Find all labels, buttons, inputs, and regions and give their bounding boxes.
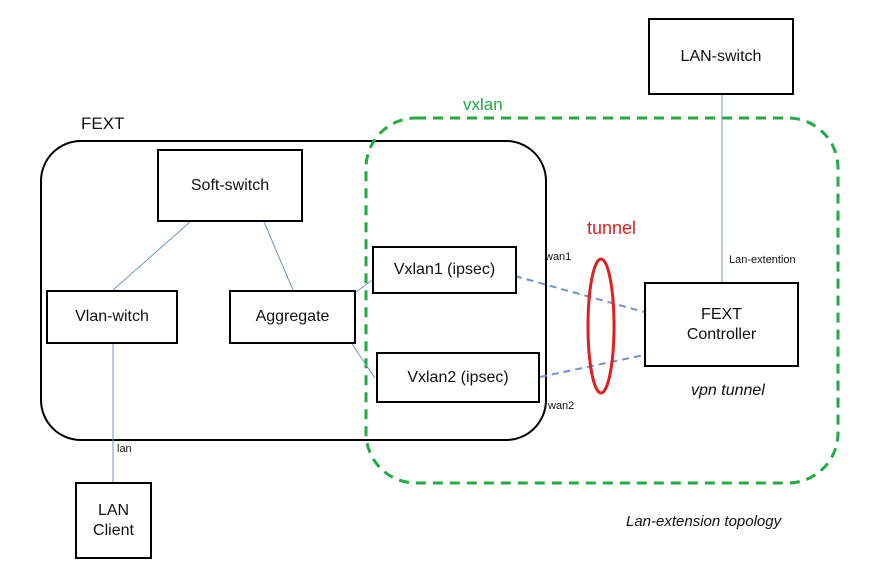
lan-label: lan [117,443,132,455]
lan-client-node: LAN Client [75,482,152,559]
tunnel-label: tunnel [587,218,637,238]
diagram-caption: Lan-extension topology [626,513,782,530]
link-wan1 [514,275,645,313]
wan2-label: wan2 [548,400,575,412]
tunnel-ellipse [586,257,616,395]
soft-switch-node: Soft-switch [157,149,303,222]
vxlan1-node: Vxlan1 (ipsec) [372,246,517,294]
fext-controller-node: FEXT Controller [644,282,799,367]
lan-switch-node: LAN-switch [648,18,794,95]
link-aggregate-vxlan2 [351,343,376,379]
link-softswitch-aggregate [263,221,294,291]
fext-region-label: FEXT [81,114,125,133]
lan-extention-label: Lan-extention [729,254,796,266]
aggregate-node: Aggregate [229,290,356,344]
vlan-switch-node: Vlan-witch [46,290,178,344]
vxlan-region [364,116,840,485]
link-aggregate-vxlan1 [355,277,376,293]
vxlan-region-label: vxlan [463,95,503,114]
fext-region [40,140,547,441]
vpn-tunnel-annotation: vpn tunnel [691,382,765,399]
vxlan2-node: Vxlan2 (ipsec) [376,352,540,403]
link-softswitch-vlanswitch [112,221,191,291]
wan1-label: wan1 [545,251,572,263]
